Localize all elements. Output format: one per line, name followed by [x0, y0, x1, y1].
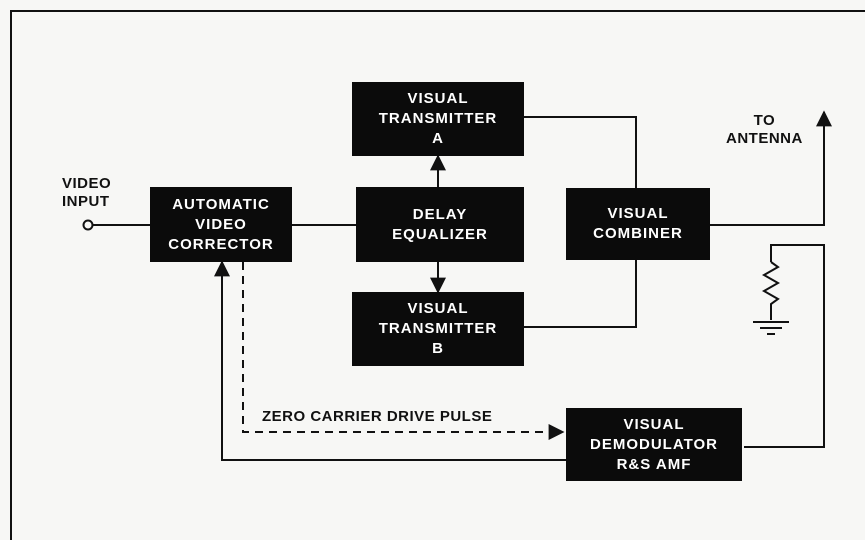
- transmitter-b-label: VISUAL TRANSMITTER B: [378, 300, 498, 357]
- wire-termination-loop: [744, 244, 825, 448]
- to-antenna-label: TO ANTENNA: [726, 112, 803, 147]
- transmitter-a-label: VISUAL TRANSMITTER A: [378, 90, 498, 147]
- input-terminal: [82, 219, 94, 231]
- avc-label: AUTOMATIC VIDEO CORRECTOR: [168, 195, 274, 253]
- visual-transmitter-b-block: VISUAL TRANSMITTER B: [352, 292, 524, 366]
- video-input-label: VIDEO INPUT: [62, 175, 112, 210]
- visual-combiner-block: VISUAL COMBINER: [566, 188, 710, 260]
- automatic-video-corrector-block: AUTOMATIC VIDEO CORRECTOR: [150, 187, 292, 262]
- delay-equalizer-label: DELAY EQUALIZER: [392, 205, 488, 243]
- arrow-zero-carrier-pulse: [242, 262, 565, 440]
- combiner-label: VISUAL COMBINER: [593, 205, 683, 242]
- delay-equalizer-block: DELAY EQUALIZER: [356, 187, 524, 262]
- demodulator-label: VISUAL DEMODULATOR R&S AMF: [590, 415, 718, 473]
- zero-carrier-pulse-label: ZERO CARRIER DRIVE PULSE: [262, 408, 493, 425]
- wire-tx-a-to-combiner: [524, 116, 637, 188]
- resistor-symbol: [761, 261, 781, 320]
- arrow-to-antenna: [710, 110, 832, 226]
- diagram-frame: [10, 10, 865, 540]
- visual-transmitter-a-block: VISUAL TRANSMITTER A: [352, 82, 524, 156]
- arrow-feedback-to-avc: [214, 260, 566, 461]
- wire-tx-b-to-combiner: [524, 260, 637, 328]
- visual-demodulator-block: VISUAL DEMODULATOR R&S AMF: [566, 408, 742, 481]
